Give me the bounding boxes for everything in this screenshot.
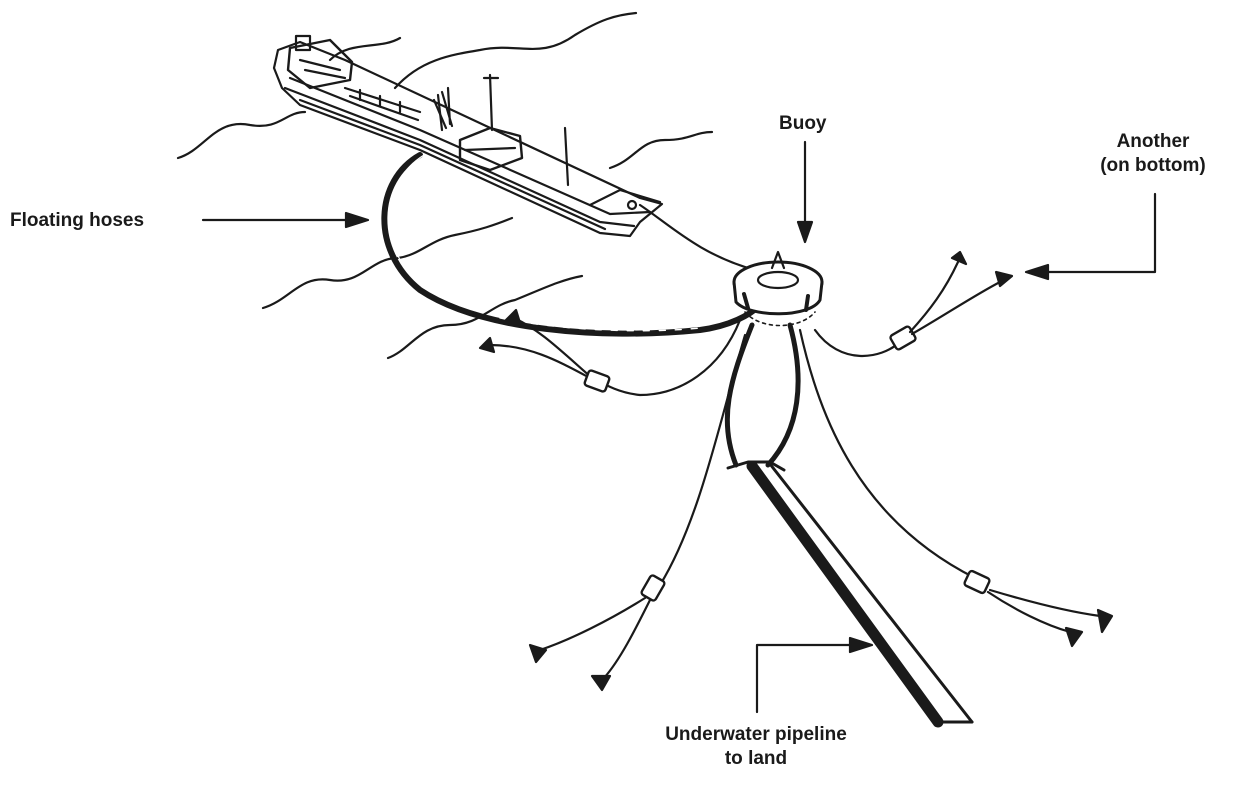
arrowhead — [346, 213, 368, 227]
wave-line — [610, 132, 712, 168]
mast — [490, 75, 492, 130]
bow-deck — [590, 190, 660, 205]
wave-line — [263, 258, 395, 308]
ship-hull — [274, 42, 662, 236]
another-label-line2: (on bottom) — [1078, 154, 1228, 178]
bow-bollard — [628, 201, 636, 209]
anchor-chain — [800, 330, 975, 578]
arrows — [203, 142, 1155, 712]
anchor-chain — [912, 282, 1000, 334]
anchor — [530, 645, 546, 662]
anchor-legs — [480, 252, 1112, 690]
ship-deck-line — [290, 78, 650, 214]
tanker-ship — [274, 36, 662, 236]
anchor-chain — [604, 600, 650, 678]
pipeline-label-line2: to land — [606, 747, 906, 771]
pipeline-arrow — [757, 645, 860, 712]
anchor — [592, 676, 610, 690]
anchor — [996, 272, 1012, 286]
anchor — [480, 338, 494, 352]
arrowhead — [798, 222, 812, 242]
buoy — [734, 252, 822, 326]
wave-line — [395, 13, 636, 88]
bow-mooring-line — [640, 205, 755, 270]
wave-line — [178, 112, 305, 158]
another-label-line1: Another — [1078, 130, 1228, 154]
anchor-chain — [988, 592, 1070, 632]
wave-line — [398, 218, 512, 258]
buoy-label: Buoy — [779, 112, 827, 136]
stern-house-detail — [300, 60, 345, 78]
floating-hoses-label: Floating hoses — [10, 209, 144, 233]
derrick — [434, 88, 452, 128]
underwater-hoses — [727, 325, 798, 470]
arrowhead — [850, 638, 872, 652]
anchor — [506, 310, 520, 323]
underwater-pipeline — [752, 464, 972, 722]
arrowhead — [1026, 265, 1048, 279]
anchor — [1066, 628, 1082, 646]
chain-weight — [584, 370, 610, 393]
another-anchor-label: Another (on bottom) — [1078, 130, 1228, 178]
chain-weight — [964, 570, 991, 594]
another-arrow — [1036, 194, 1155, 272]
midship-house-detail — [465, 148, 515, 150]
anchor-chain — [815, 330, 900, 356]
pipeline-label-line1: Underwater pipeline — [606, 723, 906, 747]
anchor — [1098, 610, 1112, 632]
pipeline-label: Underwater pipeline to land — [606, 723, 906, 771]
mast — [565, 128, 568, 185]
floating-hose — [384, 155, 760, 334]
